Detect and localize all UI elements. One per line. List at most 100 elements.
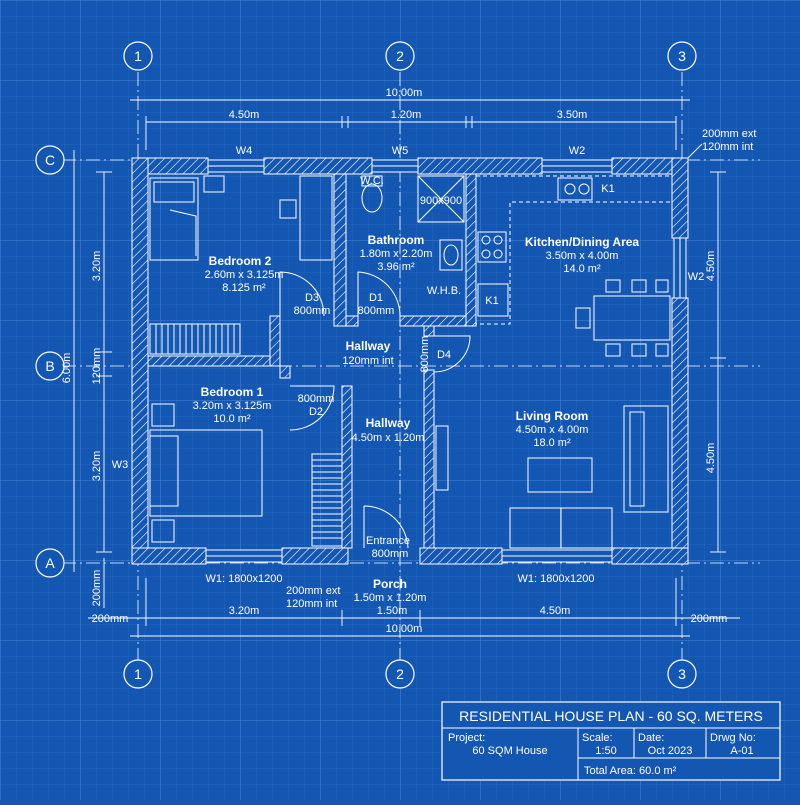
- svg-text:C: C: [45, 152, 55, 168]
- window-w4-label: W4: [236, 145, 253, 157]
- k1-side-label: K1: [485, 295, 498, 307]
- dim-bottom-seg-3: 4.50m: [540, 605, 571, 617]
- room-bathroom-size: 1.80m x 2.20m: [360, 248, 433, 260]
- svg-text:3: 3: [678, 48, 686, 64]
- entrance-size: 800mm: [372, 548, 409, 560]
- title-block-title: RESIDENTIAL HOUSE PLAN - 60 SQ. METERS: [459, 708, 763, 724]
- room-bedroom2-name: Bedroom 2: [209, 254, 272, 268]
- title-block-project-label: Project:: [448, 732, 485, 744]
- door-d1-swing: [357, 271, 401, 317]
- door-d2-size: 800mm: [298, 393, 335, 405]
- k1-top-label: K1: [601, 183, 614, 195]
- svg-text:B: B: [45, 358, 54, 374]
- room-porch-name: Porch: [373, 577, 407, 591]
- grid-marker-col-3-top: 3: [667, 41, 697, 71]
- room-kitchen-name: Kitchen/Dining Area: [525, 235, 640, 249]
- svg-text:1: 1: [134, 48, 142, 64]
- svg-text:A: A: [45, 555, 55, 571]
- title-block-total-area: Total Area: 60.0 m²: [584, 765, 677, 777]
- svg-text:2: 2: [396, 48, 404, 64]
- svg-text:2: 2: [396, 666, 404, 682]
- dim-bottom-seg-2: 1.50m: [377, 605, 408, 617]
- grid-marker-col-1-top: 1: [123, 41, 153, 71]
- door-d1-size: 800mm: [358, 305, 395, 317]
- title-block-scale-label: Scale:: [582, 732, 613, 744]
- windows: [205, 159, 687, 563]
- walls: [131, 157, 689, 565]
- room-bedroom2-area: 8.125 m²: [222, 282, 266, 294]
- room-porch-size: 1.50m x 1.20m: [354, 592, 427, 604]
- bed-bedroom2: [149, 177, 199, 261]
- title-block-drwg-label: Drwg No:: [710, 732, 756, 744]
- dim-bottom-left: 200mm: [92, 613, 129, 625]
- grid-marker-col-2-bottom: 2: [385, 659, 415, 689]
- room-hallway1-name: Hallway: [346, 339, 391, 353]
- door-d4-label: D4: [437, 349, 451, 361]
- door-d4-swing: [433, 335, 471, 373]
- dim-top-right-note-2: 120mm int: [702, 141, 753, 153]
- entrance-door-swing: [363, 505, 409, 549]
- title-block-drwg-value: A-01: [730, 745, 753, 757]
- whb-label: W.H.B.: [427, 285, 461, 297]
- room-hallway2-size: 4.50m x 1.20m: [352, 432, 425, 444]
- room-hallway2-name: Hallway: [366, 416, 411, 430]
- dim-right-upper: 4.50m: [705, 251, 717, 282]
- dim-bottom-seg-1: 3.20m: [229, 605, 260, 617]
- title-block-date-label: Date:: [638, 732, 664, 744]
- door-d3-label: D3: [305, 292, 319, 304]
- grid-marker-row-c: C: [35, 145, 65, 175]
- grid-marker-row-b: B: [35, 351, 65, 381]
- room-living-size: 4.50m x 4.00m: [516, 424, 589, 436]
- door-d2-label: D2: [309, 406, 323, 418]
- wc-label: W.C.: [360, 175, 384, 187]
- dim-left-upper: 3.20m: [91, 251, 103, 282]
- shower-label: 900x900: [420, 195, 462, 207]
- porch-note-2: 120mm int: [286, 598, 337, 610]
- title-block-scale-value: 1:50: [595, 745, 616, 757]
- window-w1-right-label: W1: 1800x1200: [517, 573, 594, 585]
- dim-right-lower: 4.50m: [705, 443, 717, 474]
- dim-top-overall: 10.00m: [386, 87, 423, 99]
- svg-text:1: 1: [134, 666, 142, 682]
- room-bathroom-name: Bathroom: [368, 233, 425, 247]
- grid-marker-col-3-bottom: 3: [667, 659, 697, 689]
- grid-marker-row-a: A: [35, 548, 65, 578]
- window-w2-top-label: W2: [569, 145, 586, 157]
- dim-bottom-right: 200mm: [691, 613, 728, 625]
- entrance-label: Entrance: [366, 535, 410, 547]
- room-bedroom1-area: 10.0 m²: [213, 413, 251, 425]
- title-block: RESIDENTIAL HOUSE PLAN - 60 SQ. METERS P…: [441, 701, 781, 781]
- door-d3-size: 800mm: [294, 305, 331, 317]
- grid-marker-col-1-bottom: 1: [123, 659, 153, 689]
- dim-top-right-note-1: 200mm ext: [702, 128, 756, 140]
- furniture: [149, 175, 673, 549]
- dim-top-seg-2: 1.20m: [391, 109, 422, 121]
- title-block-project-value: 60 SQM House: [472, 745, 547, 757]
- door-d4-size: 800mm: [419, 336, 431, 373]
- room-living-name: Living Room: [516, 409, 589, 423]
- dimension-lines: [73, 99, 740, 637]
- dim-bottom-left-vertical: 200mm: [91, 570, 103, 607]
- room-kitchen-size: 3.50m x 4.00m: [546, 250, 619, 262]
- room-bedroom1-name: Bedroom 1: [201, 385, 264, 399]
- title-block-date-value: Oct 2023: [648, 745, 693, 757]
- room-bedroom1-size: 3.20m x 3.125m: [193, 400, 272, 412]
- dim-top-seg-3: 3.50m: [557, 109, 588, 121]
- dim-left-lower: 3.20m: [91, 451, 103, 482]
- window-w2-right-label: W2: [688, 271, 705, 283]
- room-hallway1-note: 120mm int: [342, 355, 393, 367]
- room-living-area: 18.0 m²: [533, 437, 571, 449]
- door-swings: [279, 271, 471, 549]
- grid-marker-col-2-top: 2: [385, 41, 415, 71]
- room-bathroom-area: 3.96 m²: [377, 261, 415, 273]
- window-w5-label: W5: [392, 145, 409, 157]
- svg-text:3: 3: [678, 666, 686, 682]
- window-w3-label: W3: [112, 459, 129, 471]
- porch-note-1: 200mm ext: [286, 585, 340, 597]
- dim-left-mid: 120mm: [91, 348, 103, 385]
- room-bedroom2-size: 2.60m x 3.125m: [205, 269, 284, 281]
- window-w1-left-label: W1: 1800x1200: [205, 573, 282, 585]
- room-kitchen-area: 14.0 m²: [563, 263, 601, 275]
